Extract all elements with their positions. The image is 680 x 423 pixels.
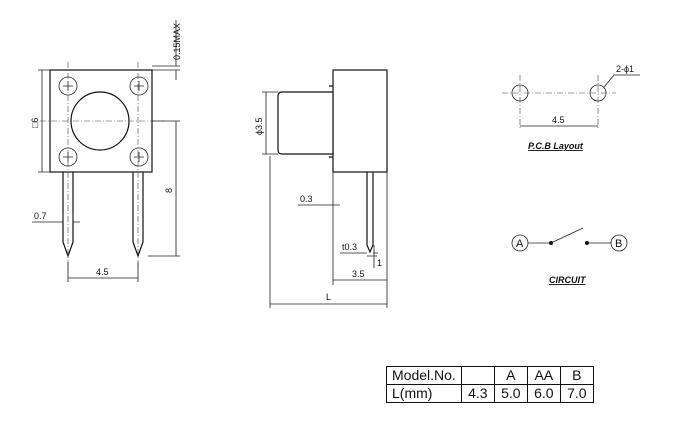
table-cell: L(mm) [386,384,462,403]
front-center-lines [40,62,165,270]
table-row: Model.No. A AA B [386,366,594,385]
pcb-spacing-label: 4.5 [552,115,565,125]
table-cell: 7.0 [559,384,594,403]
pin-length-label: 8 [164,188,174,193]
body-depth-label: 3.5 [352,269,365,279]
total-length-dim-lines [269,156,388,308]
table-header-cell [460,366,495,385]
table-header-cell: Model.No. [386,366,462,385]
pin-spacing-label: 4.5 [96,267,109,277]
model-spec-table: Model.No. A AA B L(mm) 4.3 5.0 6.0 7.0 [386,366,594,403]
side-actuator [277,91,334,155]
pin-tip-label: 1 [377,258,382,268]
circuit: A B CIRCUIT [511,227,628,285]
body-size-dim-lines [38,69,50,173]
pcb-layout: 4.5 2-ϕ1 P.C.B Layout [502,64,640,151]
table-cell: 5.0 [493,384,528,403]
pcb-center-lines [502,75,616,130]
pin-thickness-label: t0.3 [342,242,357,252]
top-tolerance-dim-lines [152,20,180,80]
terminal-b-label: B [615,238,622,250]
front-pins [62,172,144,258]
side-rivet-marks [329,85,333,158]
offset-label: 0.3 [300,194,313,204]
terminal-b-circle [610,234,628,252]
table-row: L(mm) 4.3 5.0 6.0 7.0 [386,384,594,403]
actuator-diameter-dim-lines [262,91,278,155]
pcb-hole-leader [603,74,640,88]
front-view: 0.15MAX □6 0.7 4.5 8 [30,20,182,282]
body-size-label: □6 [30,118,40,128]
table-header-cell: AA [526,366,561,385]
actuator-diameter-label: ϕ3.5 [254,117,264,135]
pin-length-dim-lines [148,120,180,257]
top-tolerance-label: 0.15MAX [172,23,182,60]
table-cell: 6.0 [526,384,561,403]
side-body-outline [332,69,388,173]
pcb-layout-caption: P.C.B Layout [528,141,584,151]
switch-contact-right [585,241,589,245]
switch-lever [550,227,584,244]
table-header-cell: A [493,366,528,385]
pcb-hole-label: 2-ϕ1 [616,64,634,74]
table-header-cell: B [559,366,594,385]
pin-width-label: 0.7 [34,211,47,221]
body-depth-dim-lines [332,172,388,285]
total-length-label: L [326,292,331,302]
pin-tip-dim-lines [367,245,377,268]
side-pin [366,172,374,254]
circuit-caption: CIRCUIT [549,275,587,285]
pin-spacing-dim-lines [67,262,139,282]
terminal-a-label: A [516,238,524,250]
side-view: ϕ3.5 0.3 t0.3 1 3.5 L [254,69,388,308]
table-cell: 4.3 [460,384,495,403]
pin-width-dim-lines [32,214,80,224]
